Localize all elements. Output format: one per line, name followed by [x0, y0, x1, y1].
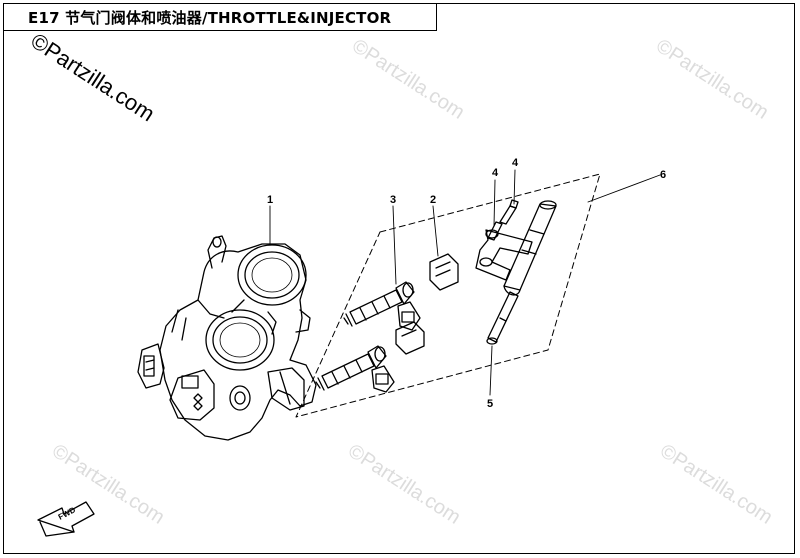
leader-line-6: [587, 174, 661, 203]
fuel-injector-upper: [343, 281, 421, 331]
page-title: E17 节气门阀体和喷油器/THROTTLE&INJECTOR: [28, 8, 392, 27]
injector-group-outline: [295, 173, 601, 418]
leader-line-4a: [493, 179, 496, 227]
fuel-rail: [475, 200, 557, 296]
bolt-upper: [499, 199, 519, 225]
throttle-body: [137, 235, 317, 441]
callout-3: 3: [390, 194, 396, 206]
callout-6: 6: [660, 169, 666, 181]
leader-line-4b: [513, 169, 516, 205]
injector-clip-upper: [429, 253, 459, 291]
leader-line-5: [489, 345, 493, 396]
fwd-arrow-icon: [37, 501, 95, 537]
callout-4b: 4: [512, 157, 519, 169]
callout-2: 2: [430, 194, 436, 206]
callout-4a: 4: [492, 167, 499, 179]
injector-clip-lower: [395, 321, 425, 355]
callout-5: 5: [487, 398, 493, 410]
diagram-frame: [3, 3, 795, 554]
leader-line-3: [392, 205, 397, 285]
title-box: E17 节气门阀体和喷油器/THROTTLE&INJECTOR: [3, 3, 437, 31]
callout-1: 1: [267, 194, 273, 206]
fuel-pipe: [486, 291, 519, 345]
fuel-injector-lower: [315, 345, 395, 393]
leader-line-2: [432, 205, 439, 257]
bolt-lower: [487, 221, 503, 241]
